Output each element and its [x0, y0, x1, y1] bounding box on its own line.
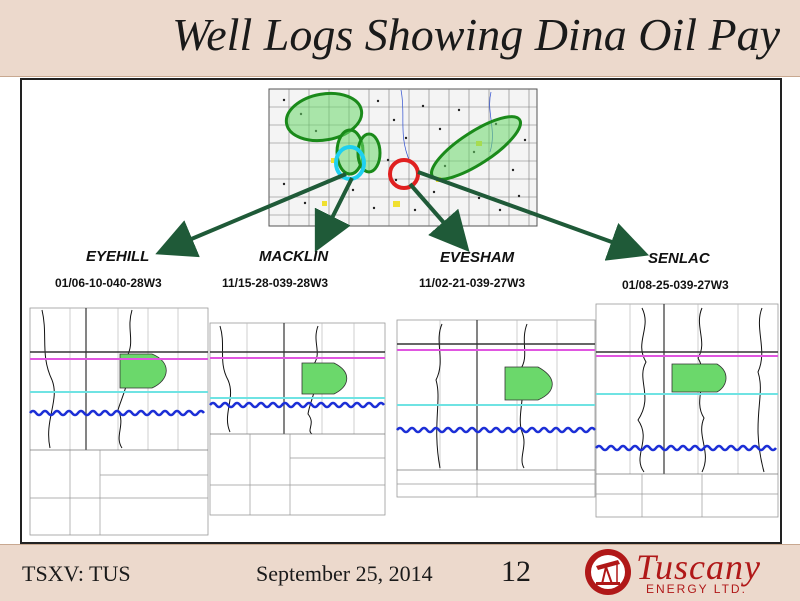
location-map [268, 88, 538, 227]
footer-ticker: TSXV: TUS [22, 561, 131, 586]
footer-date: September 25, 2014 [256, 561, 433, 586]
arrow-macklin [314, 177, 354, 253]
logo-name: Tuscany [636, 547, 762, 587]
well-location-senlac: 01/08-25-039-27W3 [622, 278, 729, 292]
arrow-evesham [408, 182, 470, 253]
company-logo: Tuscany ENERGY LTD. [582, 546, 782, 598]
arrow-eyehill [155, 172, 347, 258]
footer-bar: TSXV: TUS September 25, 2014 12 [0, 544, 800, 601]
well-location-evesham: 11/02-21-039-27W3 [419, 276, 525, 290]
content-frame: EYEHILL MACKLIN EVESHAM SENLAC 01/06-10-… [20, 78, 782, 544]
well-log-eyehill [29, 307, 209, 536]
well-name-evesham: EVESHAM [440, 249, 515, 266]
well-arrows [155, 170, 650, 261]
logo-subtitle: ENERGY LTD. [646, 582, 747, 596]
well-log-macklin [209, 322, 386, 516]
content-figure: EYEHILL MACKLIN EVESHAM SENLAC 01/06-10-… [29, 88, 779, 536]
well-log-senlac [595, 303, 779, 518]
well-location-macklin: 11/15-28-039-28W3 [222, 276, 328, 290]
well-name-macklin: MACKLIN [259, 248, 329, 265]
oil-pump-icon [585, 549, 631, 595]
page-number: 12 [501, 555, 531, 588]
well-name-eyehill: EYEHILL [86, 248, 149, 265]
well-log-evesham [396, 319, 596, 498]
slide-title: Well Logs Showing Dina Oil Pay [172, 9, 780, 60]
well-location-eyehill: 01/06-10-040-28W3 [55, 276, 162, 290]
well-name-senlac: SENLAC [648, 250, 711, 267]
title-bar: Well Logs Showing Dina Oil Pay [0, 0, 800, 77]
arrow-senlac [417, 170, 650, 261]
